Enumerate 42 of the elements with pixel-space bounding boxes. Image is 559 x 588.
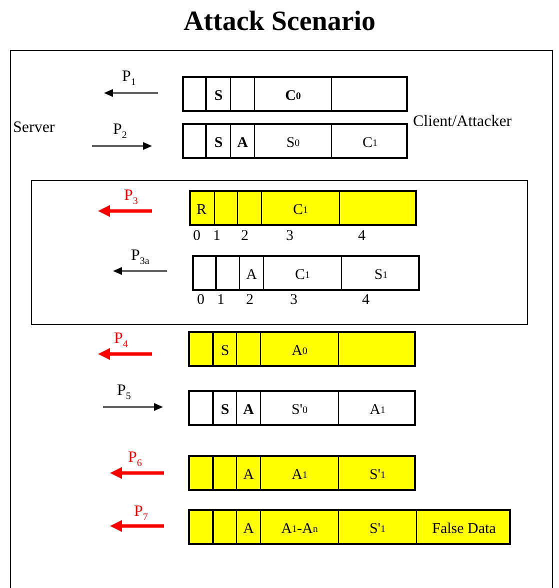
field-index: 1 bbox=[217, 292, 224, 309]
frame-border bbox=[10, 50, 553, 588]
packet-field: False Data bbox=[416, 511, 511, 543]
packet-label: P$_{4}$ bbox=[114, 330, 128, 350]
packet-field: S bbox=[206, 78, 230, 110]
packet-field: S bbox=[206, 125, 230, 157]
packet-field: A bbox=[236, 511, 260, 543]
field-index: 0 bbox=[193, 228, 200, 245]
packet-field: A bbox=[239, 257, 263, 289]
field-index: 4 bbox=[358, 228, 366, 245]
packet-label: P$_{7}$ bbox=[134, 503, 148, 524]
packet-field: S bbox=[213, 392, 236, 424]
packet-field: A bbox=[236, 457, 260, 489]
packet-bar bbox=[188, 509, 511, 545]
participant-label: Server bbox=[13, 119, 55, 137]
packet-bar bbox=[188, 455, 416, 491]
packet-bar bbox=[192, 255, 420, 291]
packet-label: P$_{6}$ bbox=[128, 449, 142, 470]
group-box bbox=[31, 180, 528, 325]
field-index: 0 bbox=[197, 292, 204, 309]
packet-label: P$_{5}$ bbox=[117, 382, 131, 402]
packet-field: A bbox=[236, 392, 260, 424]
packet-field: S bbox=[213, 333, 236, 365]
packet-bar bbox=[182, 123, 408, 159]
packet-bar bbox=[188, 390, 416, 426]
packet-label: P$_{1}$ bbox=[122, 68, 136, 88]
packet-field: A bbox=[230, 125, 254, 157]
diagram-title: Attack Scenario bbox=[182, 6, 377, 38]
packet-bar bbox=[182, 76, 408, 112]
packet-label: P$_{3a}$ bbox=[131, 247, 150, 268]
field-index: 3 bbox=[286, 228, 294, 245]
field-index: 3 bbox=[290, 292, 298, 309]
field-index: 2 bbox=[246, 292, 254, 309]
field-index: 4 bbox=[362, 292, 370, 309]
packet-bar bbox=[189, 190, 417, 226]
packet-label: P$_{3}$ bbox=[124, 187, 138, 208]
participant-label: Client/Attacker bbox=[413, 113, 512, 131]
packet-bar bbox=[188, 331, 416, 367]
field-index: 2 bbox=[241, 228, 248, 245]
packet-field: R bbox=[189, 192, 214, 224]
field-index: 1 bbox=[213, 228, 220, 245]
packet-label: P$_{2}$ bbox=[113, 121, 127, 142]
